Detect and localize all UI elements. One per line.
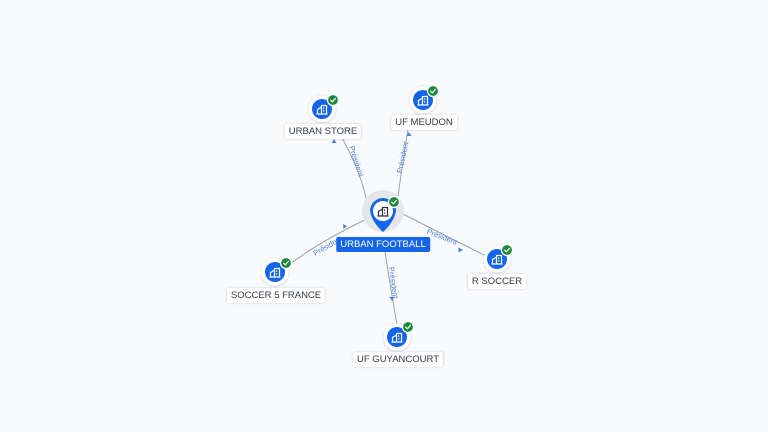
edge-label-uf-guyancourt: Président [387,266,400,300]
node-uf-meudon[interactable] [409,84,440,114]
node-urban-store[interactable] [308,93,340,123]
node-label-soccer5-france[interactable]: SOCCER 5 FRANCE [226,288,326,303]
edge-label-r-soccer: Président [426,227,460,248]
node-label-r-soccer[interactable]: R SOCCER [467,274,527,289]
verified-check-icon [387,195,401,209]
verified-check-icon [401,320,415,334]
verified-check-icon [500,243,514,257]
node-urban-football[interactable] [362,190,404,232]
node-label-urban-store[interactable]: URBAN STORE [284,124,362,139]
verified-check-icon [426,84,440,98]
node-r-soccer[interactable] [483,243,514,273]
verified-check-icon [326,93,340,107]
node-label-urban-football[interactable]: URBAN FOOTBALL [336,237,430,252]
edge-uf-guyancourt: Président [384,251,400,326]
node-uf-guyancourt[interactable] [383,320,415,351]
node-label-uf-meudon[interactable]: UF MEUDON [391,115,457,130]
node-soccer5-france[interactable] [261,256,293,286]
verified-check-icon [279,256,293,270]
edge-label-uf-meudon: Président [395,140,411,174]
edge-label-urban-store: Président [347,145,366,179]
node-label-uf-guyancourt[interactable]: UF GUYANCOURT [353,352,443,367]
